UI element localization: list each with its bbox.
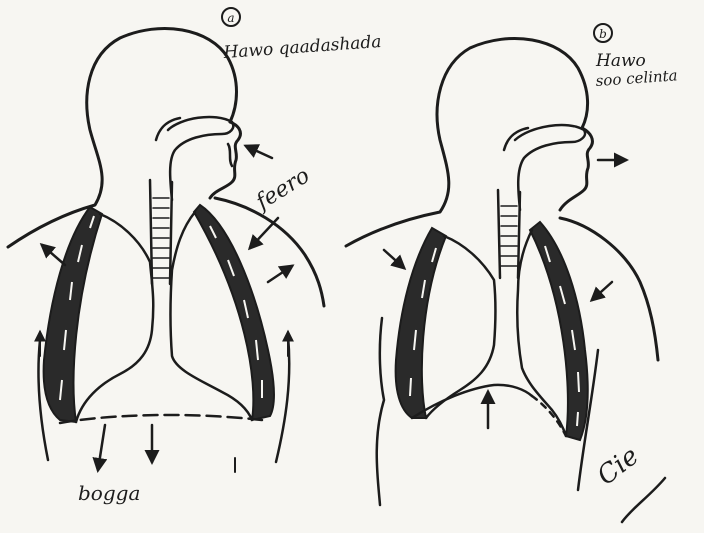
marker-a: a — [227, 11, 234, 25]
artist-signature: Cie — [592, 441, 665, 522]
diaphragm-a — [60, 415, 262, 423]
arrow-ribs-in-left-b — [384, 250, 404, 268]
arrow-ribs-in-right-b — [592, 282, 612, 300]
arrow-ribs-out-left-a — [42, 245, 65, 265]
body-outline-b — [346, 38, 588, 246]
caption-b-line1: Hawo — [595, 51, 646, 71]
panel-b-exhalation: b Hawo soo celinta Cie — [346, 24, 678, 522]
trachea-b — [498, 190, 520, 278]
arrow-air-in-a — [246, 146, 272, 158]
trachea-a — [150, 180, 172, 284]
caption-a: Hawo qaadashada — [222, 32, 382, 63]
signature-text: Cie — [592, 441, 645, 491]
left-lung-b — [396, 228, 496, 418]
arrow-ribs-out-right-a — [268, 266, 292, 282]
label-feero: feero — [250, 163, 314, 216]
arrow-diaphragm-down-1 — [98, 425, 105, 470]
label-bogga: bogga — [78, 481, 140, 505]
left-lung-a — [44, 207, 154, 422]
marker-b: b — [599, 27, 607, 41]
arrow-pointer-feero — [250, 218, 278, 248]
right-lung-b — [517, 222, 588, 440]
panel-a-inhalation: a Hawo qaadashada feero bogga — [8, 8, 382, 505]
